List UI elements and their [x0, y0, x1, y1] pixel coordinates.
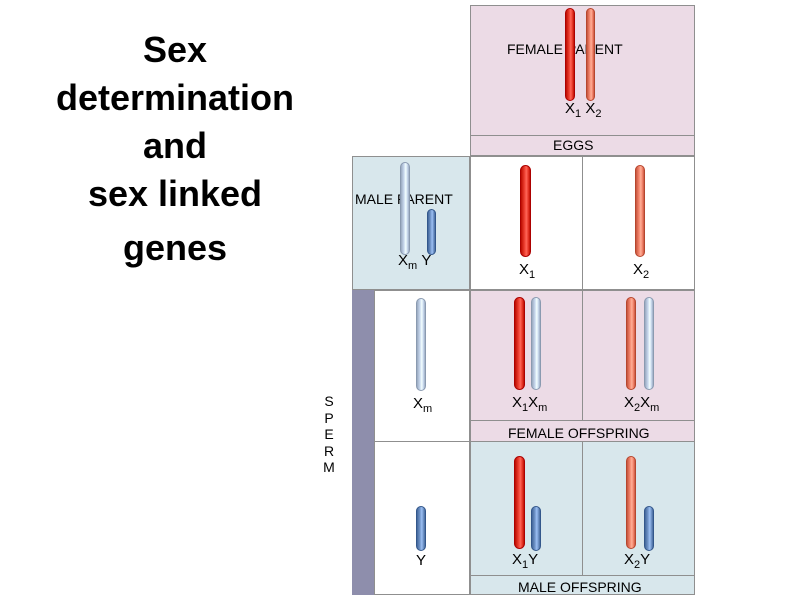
sperm-bar	[352, 290, 375, 595]
offspring-cell-x2-xm	[582, 290, 695, 421]
title-line-5: genes	[122, 227, 228, 268]
chromosome-label: X1Y	[512, 551, 539, 571]
x2-chromosome	[626, 297, 636, 390]
chromosome-label: Y	[416, 552, 427, 569]
offspring-cell-x1-xm	[470, 290, 583, 421]
sperm-letter: M	[323, 459, 335, 475]
title-line-1: Sex	[142, 29, 208, 70]
eggs-header	[470, 135, 695, 156]
chromosome-label: X1	[519, 261, 536, 281]
sperm-letter: R	[323, 442, 335, 459]
title-line-3: and	[142, 125, 207, 166]
sperm-letter: E	[324, 426, 334, 442]
xm-chromosome	[644, 297, 654, 390]
y-chromosome	[427, 209, 436, 255]
x1-chromosome	[514, 297, 525, 390]
chromosome-label: X1Xm	[512, 394, 548, 414]
y-chromosome	[531, 506, 541, 551]
xm-chromosome	[531, 297, 541, 390]
sperm-letter: S	[324, 393, 334, 409]
xm-chromosome	[400, 162, 410, 255]
chromosome-label: Xm Y	[398, 252, 432, 272]
sperm-letter: P	[324, 409, 334, 426]
chromosome-label: X2	[633, 261, 650, 281]
title-line-2: determination	[55, 77, 295, 118]
xm-chromosome	[416, 298, 426, 391]
chromosome-label: X2Y	[624, 551, 651, 571]
male-offspring-label: MALE OFFSPRING	[518, 579, 642, 595]
male-parent-box	[352, 156, 470, 290]
offspring-cell-x2-y	[582, 441, 695, 576]
y-chromosome	[644, 506, 654, 551]
female-parent-box	[470, 5, 695, 136]
male-offspring-band	[470, 575, 695, 595]
chromosome-label: X2Xm	[624, 394, 660, 414]
x1-chromosome	[520, 165, 531, 257]
slide-title: Sex determination and sex linked genes	[30, 26, 320, 272]
chromosome-label: Xm	[413, 395, 433, 415]
title-line-4: sex linked	[87, 173, 263, 214]
sperm-label: S P E R M	[316, 393, 342, 476]
chromosome-label: X1 X2	[565, 100, 602, 120]
x2-chromosome	[586, 8, 595, 101]
x1-chromosome	[565, 8, 575, 101]
x1-chromosome	[514, 456, 525, 549]
y-chromosome	[416, 506, 426, 551]
female-offspring-label: FEMALE OFFSPRING	[508, 425, 650, 441]
eggs-label: EGGS	[553, 137, 594, 153]
x2-chromosome	[626, 456, 636, 549]
x2-chromosome	[635, 165, 645, 257]
